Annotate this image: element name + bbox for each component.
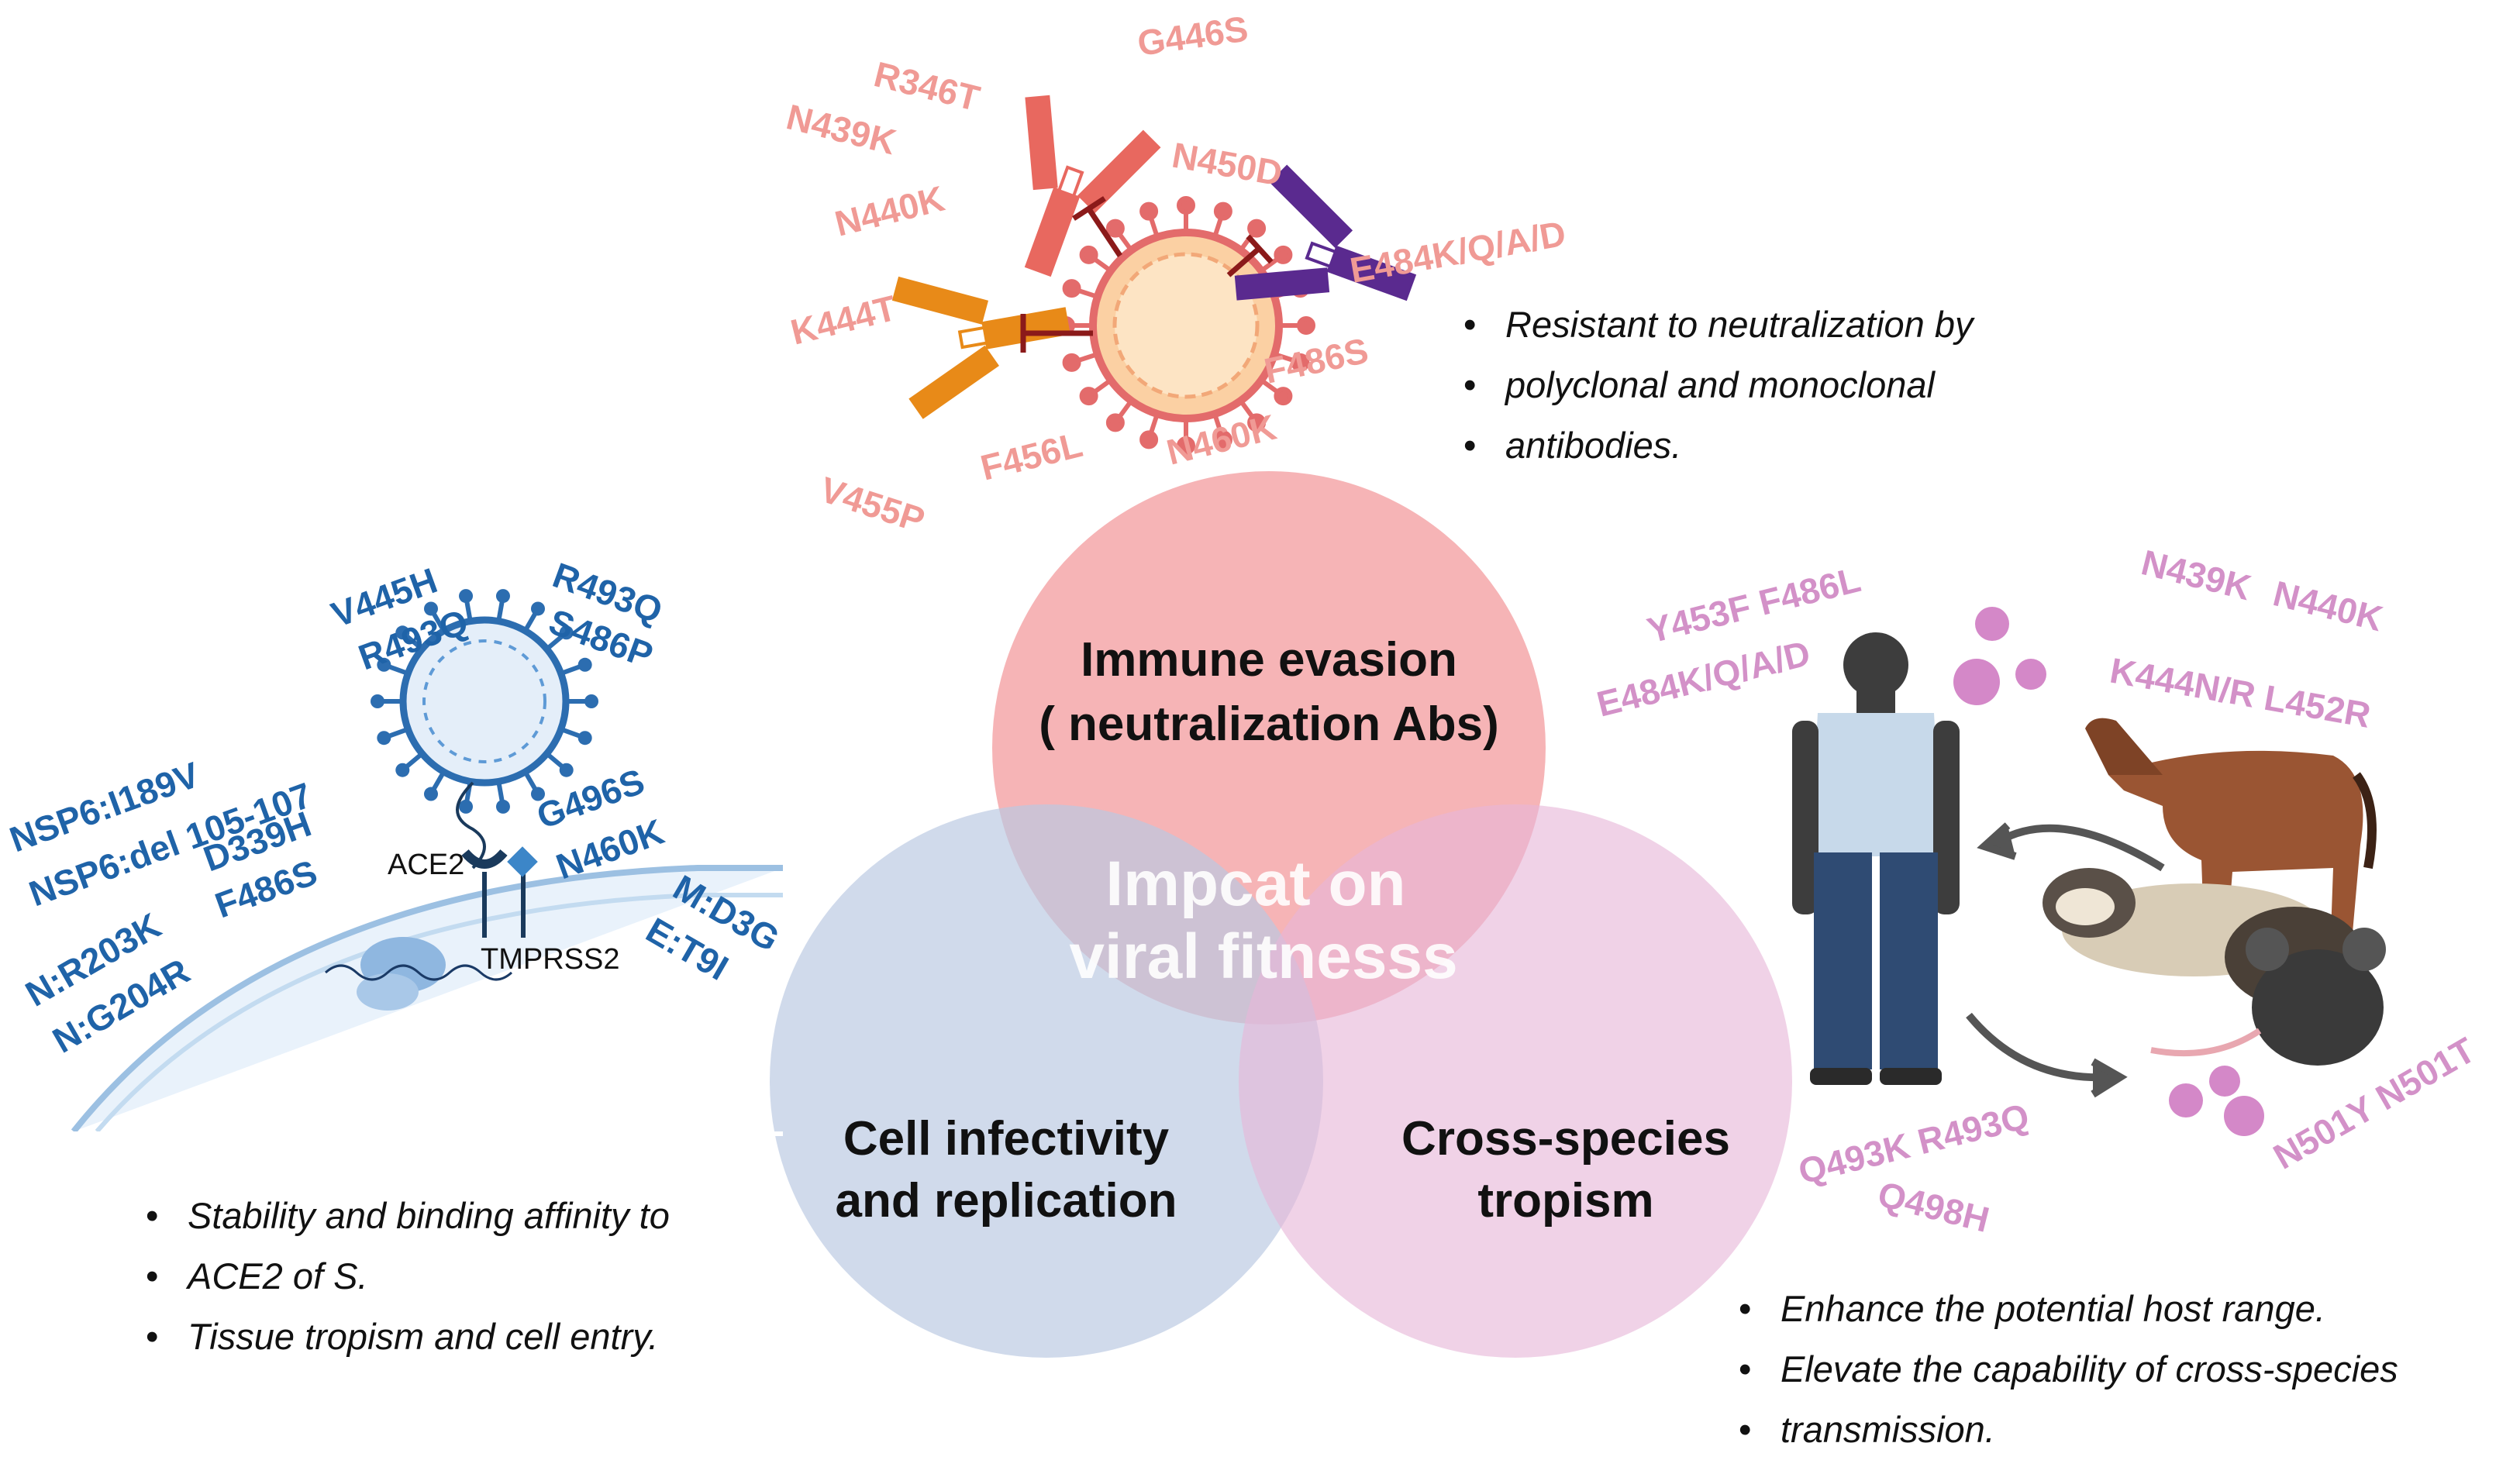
spike-tip xyxy=(559,625,574,640)
spike-tip xyxy=(577,657,592,672)
cross-species-subtitle: tropism xyxy=(1477,1174,1653,1228)
mutation-label: N440K xyxy=(2270,573,2387,639)
receptor-icons xyxy=(461,846,538,938)
mutation-label: Q493K R493Q xyxy=(1794,1096,2033,1192)
spike-tip xyxy=(1247,219,1267,238)
spike-tip xyxy=(1105,219,1125,238)
ace2-label: ACE2 xyxy=(388,849,464,881)
spike-tip xyxy=(1062,353,1081,372)
spike-tip xyxy=(459,589,474,604)
spike-tip xyxy=(1079,245,1098,264)
note-line: antibodies. xyxy=(1457,415,1974,476)
venn-diagram xyxy=(770,471,1792,1358)
mutation-label: V455P xyxy=(815,469,929,540)
spike-tip xyxy=(531,787,545,801)
ribosome-icon xyxy=(324,937,513,1011)
cross-species-circle xyxy=(1239,804,1792,1358)
spike-tip xyxy=(1274,245,1293,264)
spike-tip xyxy=(1213,430,1232,449)
cell-membrane-icon xyxy=(70,865,783,1136)
spike-tip xyxy=(1177,196,1195,215)
note-line: Enhance the potential host range. xyxy=(1732,1279,2398,1339)
horse-icon xyxy=(2085,718,2377,976)
spike-tip xyxy=(1062,279,1081,298)
spike-tip xyxy=(495,589,510,604)
mutation-label: Y453F F486L xyxy=(1643,559,1864,650)
mutation-label: N450D xyxy=(1169,135,1285,194)
spike-tip xyxy=(424,787,438,801)
immune-notes: Resistant to neutralization by polyclona… xyxy=(1457,294,1974,476)
spike-tip xyxy=(1079,387,1098,406)
mutation-label: E484K/Q/A/D xyxy=(1593,632,1814,724)
spike-tip xyxy=(1247,413,1267,432)
coronavirus-icon xyxy=(371,589,598,870)
note-line: polyclonal and monoclonal xyxy=(1457,355,1974,415)
immune-evasion-subtitle: ( neutralization Abs) xyxy=(1039,697,1499,751)
mutation-label: N439K xyxy=(783,96,901,162)
antibody-icon xyxy=(1024,95,1161,277)
spike-tip xyxy=(1139,201,1159,221)
cell-infectivity-title: Cell infectivity xyxy=(843,1112,1170,1166)
mutation-label: N439K xyxy=(2138,542,2256,608)
mutation-label: F456L xyxy=(977,424,1087,488)
note-line: Elevate the capability of cross-species xyxy=(1732,1339,2398,1400)
tmprss2-label: TMPRSS2 xyxy=(481,943,619,976)
cross-species-title: Cross-species xyxy=(1401,1112,1730,1166)
mutation-label: Q498H xyxy=(1874,1173,1994,1240)
mutation-label: K444T xyxy=(787,288,901,353)
note-line: transmission. xyxy=(1732,1400,2398,1460)
spike-tip xyxy=(424,601,438,616)
note-line: Tissue tropism and cell entry. xyxy=(140,1307,670,1367)
cell-notes: Stability and binding affinity to ACE2 o… xyxy=(140,1186,670,1367)
spike-tip xyxy=(1139,430,1159,449)
immune-evasion-title: Immune evasion xyxy=(1081,633,1457,687)
center-title-line1: Impcat on xyxy=(1105,849,1405,919)
spike-tip xyxy=(371,694,384,708)
spike-tip xyxy=(377,657,391,672)
note-line: Stability and binding affinity to xyxy=(140,1186,670,1246)
spike-tip xyxy=(577,731,592,746)
spike-tip xyxy=(531,601,545,616)
species-notes: Enhance the potential host range. Elevat… xyxy=(1732,1279,2398,1460)
antibody-icon xyxy=(891,276,1070,419)
mutation-label: E484K/Q/A/D xyxy=(1347,213,1569,291)
spike-tip xyxy=(1297,316,1315,335)
spike-tip xyxy=(1177,436,1195,455)
note-line: Resistant to neutralization by xyxy=(1457,294,1974,355)
spike-tip xyxy=(584,694,598,708)
coronavirus-icon xyxy=(1953,607,2264,1136)
cell-infectivity-subtitle: and replication xyxy=(836,1174,1177,1228)
mutation-label: K444N/R L452R xyxy=(2107,650,2373,735)
arrows xyxy=(1966,822,2165,1098)
antibody-icon xyxy=(1234,164,1417,301)
human-icon xyxy=(1792,632,1960,1085)
spike-tip xyxy=(395,763,410,777)
spike-tip xyxy=(1274,387,1293,406)
mouse-icon xyxy=(2150,928,2386,1066)
spike-tip xyxy=(377,731,391,746)
coronavirus-icon xyxy=(1057,196,1315,455)
mutation-label: R346T xyxy=(870,53,984,119)
spike-tip xyxy=(495,799,510,814)
spike-tip xyxy=(1105,413,1125,432)
spike-tip xyxy=(395,625,410,640)
mutation-label: G446S xyxy=(1135,8,1250,63)
spike-tip xyxy=(559,763,574,777)
inhibition-marks xyxy=(1020,196,1274,353)
spike-tip xyxy=(1213,201,1232,221)
cell-infectivity-circle xyxy=(770,804,1323,1358)
mutation-label: N440K xyxy=(831,178,949,244)
note-line: ACE2 of S. xyxy=(140,1246,670,1307)
center-title-line2: viral fitnesss xyxy=(1069,921,1457,992)
spike-tip xyxy=(1291,353,1310,372)
spike-tip xyxy=(459,799,474,814)
